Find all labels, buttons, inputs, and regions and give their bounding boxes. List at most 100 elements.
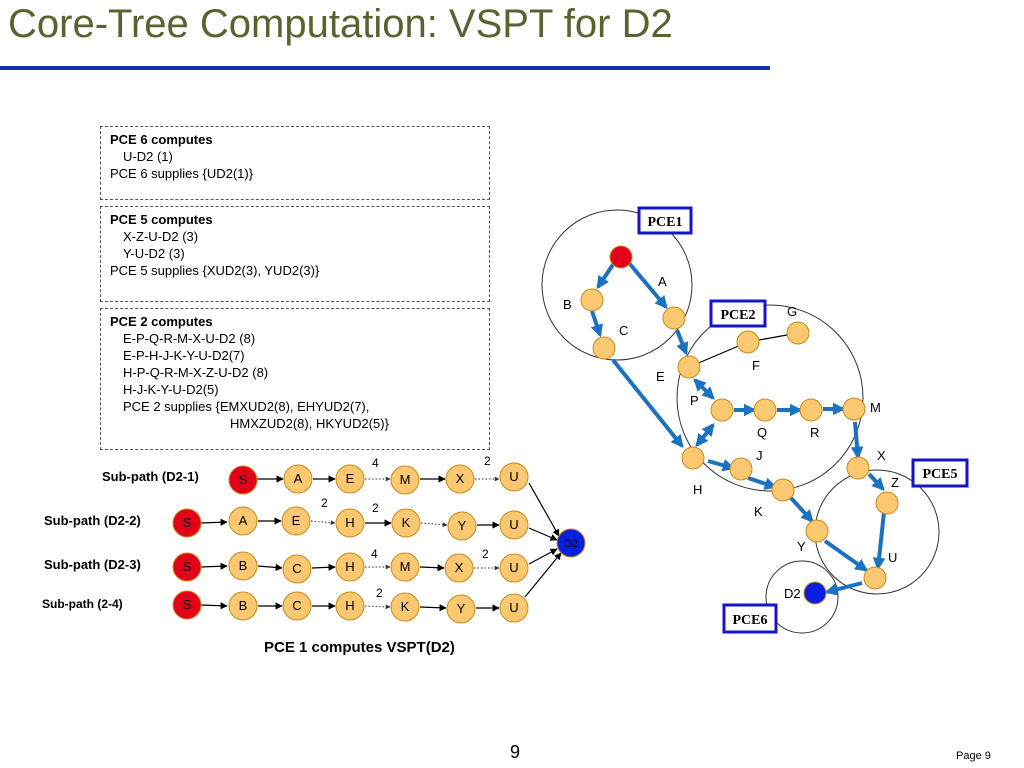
pce5-label: PCE5 (923, 467, 958, 482)
network-label-g: G (787, 304, 797, 319)
subpath-nodes-4: S B C H K Y U (172, 590, 529, 624)
network-label-d2: D2 (784, 586, 801, 601)
subpath-node (282, 554, 312, 584)
network-node-c (592, 336, 616, 360)
subpath-node (499, 593, 529, 623)
subpath-label-1: Sub-path (D2-1) (102, 469, 199, 484)
subpath-node (499, 553, 529, 583)
subpath-edges-3 (200, 548, 558, 572)
network-node-a (662, 306, 686, 330)
pce5-box (911, 458, 969, 488)
network-node-q (753, 398, 777, 422)
subpath-node (228, 506, 258, 536)
subpath-label-4: Sub-path (2-4) (42, 597, 123, 611)
domain-circle-pce2 (676, 304, 864, 492)
subpath-node (335, 464, 365, 494)
network-node-r (799, 398, 823, 422)
subpath-node-label: X (455, 560, 464, 575)
subpath-node (390, 465, 420, 495)
network-label-b: B (563, 297, 572, 312)
pce5-supplies: PCE 5 supplies {XUD2(3), YUD2(3)} (110, 263, 320, 278)
subpath-label-2: Sub-path (D2-2) (44, 513, 141, 528)
subpath-node-label: X (456, 471, 465, 486)
subpath-edges-2 (200, 517, 558, 541)
network-node-h (681, 446, 705, 470)
pce2-line-3: H-P-Q-R-M-X-Z-U-D2 (8) (123, 365, 269, 380)
pce5-line-2: Y-U-D2 (3) (123, 246, 185, 261)
subpath-node-label: U (509, 517, 518, 532)
network-label-p: P (690, 393, 699, 408)
subpath-node-label: S (239, 472, 248, 487)
pce5-heading: PCE 5 computes (110, 212, 213, 227)
network-label-m: M (870, 400, 881, 415)
network-label-e: E (656, 369, 665, 384)
network-label-x: X (877, 448, 886, 463)
slide-title: Core-Tree Computation: VSPT for D2 (8, 2, 673, 46)
subpath-node-label: M (400, 472, 411, 487)
subpath-weight-3b: 2 (482, 547, 489, 561)
pce6-label: PCE6 (733, 613, 768, 628)
network-label-u: U (888, 550, 897, 565)
subpath-node-label: Y (457, 601, 466, 616)
network-node-j (729, 457, 753, 481)
network-node-p (710, 398, 734, 422)
subpath-node-label: H (345, 559, 354, 574)
network-label-k: K (754, 504, 763, 519)
subpath-node-label: K (402, 515, 411, 530)
subpath-node-label: B (239, 598, 248, 613)
network-node-labels: A B C E F G P Q R M J H K X Z Y U D2 (563, 274, 899, 601)
subpath-node-label: S (183, 597, 192, 612)
pce5-computation-box: PCE 5 computes X-Z-U-D2 (3) Y-U-D2 (3) P… (100, 206, 490, 302)
subpath-node-label: U (509, 469, 518, 484)
pce2-box (709, 299, 767, 328)
pce2-line-1: E-P-Q-R-M-X-U-D2 (8) (123, 331, 256, 346)
subpath-node (283, 464, 313, 494)
pce6-heading: PCE 6 computes (110, 132, 213, 147)
subpath-node (499, 462, 529, 492)
pce1-label: PCE1 (648, 215, 683, 230)
subpath-node (335, 552, 365, 582)
subpath-node-label: S (183, 559, 192, 574)
subpath-rows: Sub-path (D2-1) 4 2 Sub-path (D2-2) 2 2 … (42, 454, 586, 656)
subpath-weight-3a: 4 (371, 547, 378, 561)
page-footer-label: Page 9 (956, 750, 991, 762)
network-label-c: C (619, 323, 628, 338)
subpath-node-label: A (239, 513, 248, 528)
subpath-node-label: U (509, 600, 518, 615)
subpath-weight-1b: 2 (484, 454, 491, 468)
subpath-weight-2b: 2 (372, 501, 379, 515)
vspt-caption: PCE 1 computes VSPT(D2) (264, 639, 455, 656)
subpath-weight-1a: 4 (372, 456, 379, 470)
subpath-weight-2a: 2 (321, 496, 328, 510)
subpath-node (172, 590, 202, 620)
subpath-node (447, 511, 477, 541)
pce2-computation-box: PCE 2 computes E-P-Q-R-M-X-U-D2 (8) E-P-… (100, 308, 490, 450)
subpath-node-label: S (183, 515, 192, 530)
pce6-line-1: U-D2 (1) (123, 149, 173, 164)
network-label-j: J (756, 448, 763, 463)
subpath-node (228, 551, 258, 581)
pce-labels: PCE1 PCE2 PCE5 PCE6 (637, 206, 969, 634)
pce2-supplies: PCE 2 supplies {EMXUD2(8), EHYUD2(7), (123, 399, 370, 414)
subpath-weight-4a: 2 (376, 586, 383, 600)
subpath-nodes-3: S B C H M X U (172, 551, 529, 584)
subpath-nodes-1: S A E M X U (228, 462, 529, 495)
network-node-g (786, 321, 810, 345)
subpath-node (391, 508, 421, 538)
subpath-node (335, 591, 365, 621)
network-nodes (580, 245, 899, 605)
pce2-label: PCE2 (721, 308, 756, 323)
subpath-node (281, 506, 311, 536)
network-label-f: F (752, 358, 760, 373)
subpath-node-label: E (346, 471, 355, 486)
pce1-box (637, 206, 693, 235)
network-node-y (805, 519, 829, 543)
subpath-node (390, 552, 420, 582)
network-node-z (875, 491, 899, 515)
subpath-nodes-2: S A E H K Y U (172, 506, 529, 541)
pce6-supplies: PCE 6 supplies {UD2(1)} (110, 166, 254, 181)
pce6-computation-box: PCE 6 computes U-D2 (1) PCE 6 supplies {… (100, 126, 490, 200)
subpath-node-label: C (292, 561, 301, 576)
subpath-node-label: E (292, 513, 301, 528)
